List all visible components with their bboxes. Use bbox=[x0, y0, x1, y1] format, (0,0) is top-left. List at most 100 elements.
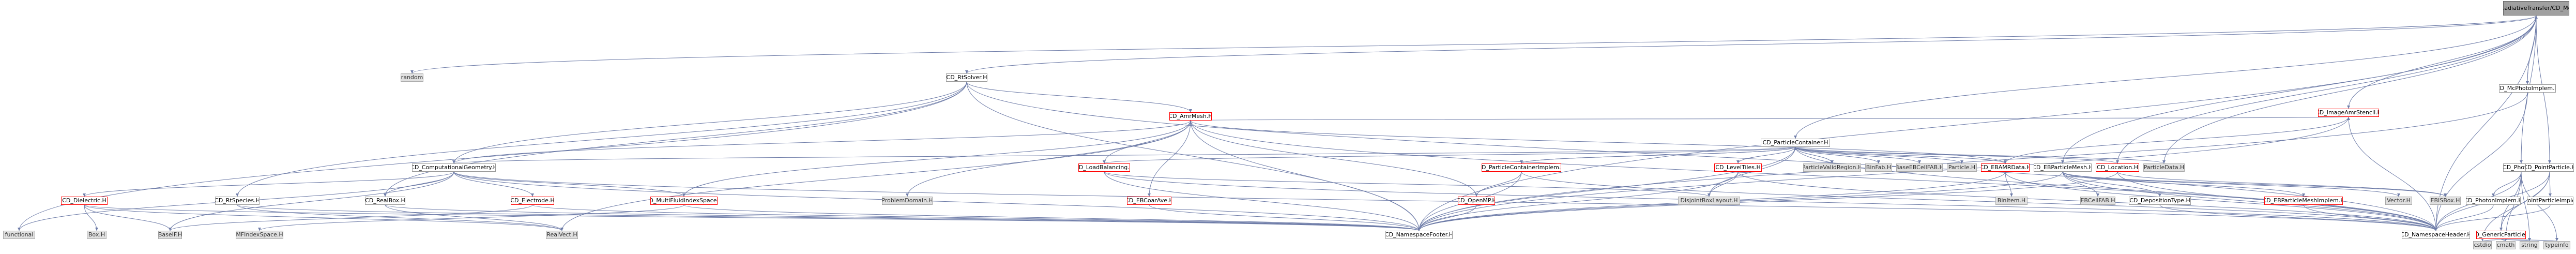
edge-particlecontainer-particledata bbox=[1795, 146, 2166, 164]
node-computationalgeometry[interactable]: CD_ComputationalGeometry.H bbox=[412, 163, 496, 172]
node-box[interactable]: Box.H bbox=[87, 231, 106, 239]
edge-photonimplem-namespaceheader bbox=[2434, 204, 2494, 231]
node-mcphotonimplem[interactable]: CD_McPhotoImplem.H bbox=[2499, 84, 2556, 93]
node-label: CD_MultiFluidIndexSpace.H bbox=[651, 197, 717, 204]
edge-particlecontainer-binfab bbox=[1795, 146, 1880, 164]
edge-dielectric-namespacefooter bbox=[84, 204, 1421, 231]
node-electrode[interactable]: CD_Electrode.H bbox=[511, 197, 554, 205]
node-label: Particle.H bbox=[1948, 164, 1976, 171]
edge-pointparticleimplem-namespaceheader bbox=[2434, 204, 2551, 231]
node-binitem[interactable]: BinItem.H bbox=[1995, 197, 2028, 205]
node-depositiontype[interactable]: CD_DepositionType.H bbox=[2129, 197, 2191, 205]
node-label: CD_LevelTiles.H bbox=[1715, 164, 1761, 171]
edge-particlecontainer-particle bbox=[1795, 146, 1963, 164]
node-ebparticlemesh[interactable]: CD_EBParticleMesh.H bbox=[2034, 163, 2092, 172]
edge-rtsolver-amrmesh bbox=[966, 81, 1192, 113]
node-particlecontainer[interactable]: CD_ParticleContainer.H bbox=[1761, 139, 1830, 147]
edge-pointparticle-cstdio bbox=[2481, 171, 2550, 242]
node-label: CD_GenericParticle.H bbox=[2477, 231, 2525, 238]
node-mfindexspace[interactable]: MFIndexSpace.H bbox=[236, 231, 283, 239]
node-particlevalidregion[interactable]: ParticleValidRegion.H bbox=[1803, 163, 1861, 172]
node-amrmesh[interactable]: CD_AmrMesh.H bbox=[1169, 112, 1212, 121]
edge-particlecontainerimplem-particlecontainer bbox=[1521, 146, 1797, 164]
node-cstdio[interactable]: cstdio bbox=[2473, 241, 2492, 249]
edge-amrmesh-namespaceheader bbox=[1190, 120, 2437, 231]
node-string[interactable]: string bbox=[2520, 241, 2539, 249]
edge-ebparticlemesh-ebcellfab bbox=[2062, 171, 2099, 197]
node-ebisbox[interactable]: EBISBox.H bbox=[2430, 197, 2461, 205]
node-genericparticle[interactable]: CD_GenericParticle.H bbox=[2476, 231, 2526, 239]
node-pointparticle[interactable]: CD_PointParticle.H bbox=[2525, 163, 2574, 172]
node-photonimplem[interactable]: CD_PhotonImplem.H bbox=[2466, 197, 2521, 205]
node-typeinfo[interactable]: typeinfo bbox=[2543, 241, 2570, 249]
edge-photon-typeinfo bbox=[2521, 171, 2558, 242]
node-root[interactable]: Source/RadiativeTransfer/CD_McPhoto.H bbox=[2503, 1, 2569, 16]
edge-photon-photonimplem bbox=[2492, 171, 2522, 197]
node-leveltiles[interactable]: CD_LevelTiles.H bbox=[1714, 163, 1762, 172]
node-label: Vector.H bbox=[2387, 197, 2411, 204]
node-rtspecies[interactable]: CD_RtSpecies.H bbox=[215, 197, 260, 205]
node-namespacefooter[interactable]: CD_NamespaceFooter.H bbox=[1385, 231, 1453, 239]
node-rtsolver[interactable]: CD_RtSolver.H bbox=[946, 73, 987, 82]
edge-photon-string bbox=[2521, 171, 2531, 242]
edge-computationalgeometry-electrode bbox=[453, 171, 534, 197]
edge-particlecontainerimplem-openmp bbox=[1475, 171, 1522, 197]
node-cmath[interactable]: cmath bbox=[2496, 241, 2516, 249]
node-label: ProblemDomain.H bbox=[882, 197, 933, 204]
node-ebcoarave[interactable]: CD_EBCoarAve.H bbox=[1127, 197, 1171, 205]
node-disjointboxlayout[interactable]: DisjointBoxLayout.H bbox=[1678, 197, 1740, 205]
node-vector[interactable]: Vector.H bbox=[2385, 197, 2412, 205]
node-namespaceheader[interactable]: CD_NamespaceHeader.H bbox=[2402, 231, 2470, 239]
edge-leveltiles-disjointboxlayout bbox=[1708, 171, 1739, 197]
node-random[interactable]: random bbox=[401, 73, 423, 82]
node-loadbalancing[interactable]: CD_LoadBalancing.H bbox=[1078, 163, 1130, 172]
edge-ebcoarave-namespacefooter bbox=[1149, 204, 1421, 231]
edge-amrmesh-multifluidindexspace bbox=[682, 120, 1191, 197]
node-ebcellfab[interactable]: EBCellFAB.H bbox=[2080, 197, 2115, 205]
edge-rtspecies-realvect bbox=[237, 204, 563, 231]
edge-ebamrdata-binitem bbox=[2005, 171, 2013, 197]
node-ebparticlemeshimplem[interactable]: CD_EBParticleMeshImplem.H bbox=[2264, 197, 2343, 205]
edge-rtspecies-namespacefooter bbox=[237, 204, 1421, 231]
node-particledata[interactable]: ParticleData.H bbox=[2143, 163, 2185, 172]
edge-ebamrdata-namespaceheader bbox=[2005, 171, 2437, 231]
edge-loadbalancing-namespacefooter bbox=[1104, 171, 1421, 231]
node-baseebcellfab[interactable]: BaseEBCellFAB.H bbox=[1896, 163, 1943, 172]
node-label: CD_McPhotoImplem.H bbox=[2499, 85, 2556, 92]
node-label: CD_NamespaceFooter.H bbox=[1385, 231, 1453, 238]
node-particlecontainerimplem[interactable]: CD_ParticleContainerImplem.H bbox=[1482, 163, 1561, 172]
node-imagemrstencil[interactable]: CD_ImageAmrStencil.H bbox=[2318, 109, 2379, 117]
edge-particlecontainer-loadbalancing bbox=[1103, 146, 1796, 164]
edge-particlecontainer-computationalgeometry bbox=[452, 146, 1796, 164]
edge-rtsolver-realbox bbox=[384, 81, 967, 197]
node-label: CD_EBCoarAve.H bbox=[1127, 197, 1171, 204]
node-label: EBCellFAB.H bbox=[2080, 197, 2115, 204]
node-problemdomain[interactable]: ProblemDomain.H bbox=[882, 197, 933, 205]
node-label: BaseIF.H bbox=[158, 231, 182, 238]
node-openmp[interactable]: CD_OpenMP.H bbox=[1458, 197, 1495, 205]
node-location[interactable]: CD_Location.H bbox=[2096, 163, 2139, 172]
node-binfab[interactable]: BinFab.H bbox=[1865, 163, 1892, 172]
node-label: CD_EBParticleMesh.H bbox=[2034, 164, 2092, 171]
node-label: BaseEBCellFAB.H bbox=[1896, 164, 1943, 171]
node-ebamrdata[interactable]: CD_EBAMRData.H bbox=[1981, 163, 2030, 172]
edge-multifluidindexspace-namespacefooter bbox=[683, 204, 1421, 231]
edge-amrmesh-imagemrstencil bbox=[1190, 116, 2349, 121]
node-label: typeinfo bbox=[2545, 242, 2569, 249]
node-label: CD_RtSolver.H bbox=[946, 74, 987, 81]
edge-photon-cmath bbox=[2504, 171, 2522, 242]
node-realvect[interactable]: RealVect.H bbox=[546, 231, 578, 239]
node-label: CD_ParticleContainer.H bbox=[1762, 139, 1828, 146]
node-particle[interactable]: Particle.H bbox=[1947, 163, 1977, 172]
edge-computationalgeometry-namespaceheader bbox=[453, 171, 2437, 231]
node-label: MFIndexSpace.H bbox=[236, 231, 283, 238]
node-multifluidindexspace[interactable]: CD_MultiFluidIndexSpace.H bbox=[650, 197, 718, 205]
node-realbox[interactable]: CD_RealBox.H bbox=[365, 197, 405, 205]
edge-dielectric-realvect bbox=[84, 204, 563, 231]
node-label: BinItem.H bbox=[1997, 197, 2026, 204]
node-dielectric[interactable]: CD_Dielectric.H bbox=[61, 197, 108, 205]
node-basefab[interactable]: BaseIF.H bbox=[158, 231, 182, 239]
node-pointparticleimplem[interactable]: CD_PointParticleImplem.H bbox=[2527, 197, 2573, 205]
edge-particlecontainer-disjointboxlayout bbox=[1708, 146, 1796, 197]
node-functional[interactable]: functional bbox=[3, 231, 35, 239]
